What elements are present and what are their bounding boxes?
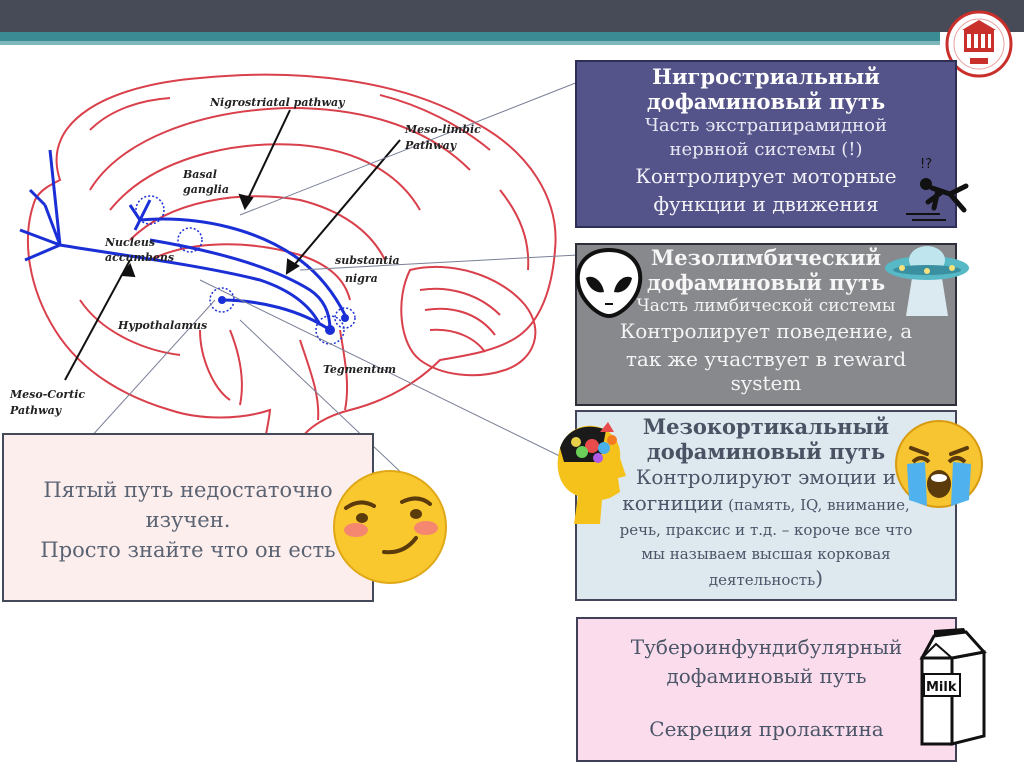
mesocortical-small-2: речь, праксис и т.д. – короче все что bbox=[577, 518, 955, 542]
nigrostriatal-title-2: дофаминовый путь bbox=[577, 89, 955, 114]
label-nucleus-1: Nucleus bbox=[104, 236, 155, 249]
label-mesocortic-2: Pathway bbox=[9, 404, 63, 417]
fifth-pathway-box: Пятый путь недостаточно изучен. Просто з… bbox=[2, 433, 374, 602]
tubero-line-1: Тубероинфундибулярный bbox=[578, 633, 955, 662]
label-nigrostriatal: Nigrostriatal pathway bbox=[209, 96, 346, 109]
fifth-line-3: Просто знайте что он есть bbox=[4, 535, 372, 565]
alien-icon bbox=[572, 246, 646, 320]
label-mesocortic-1: Meso-Cortic bbox=[9, 388, 85, 401]
mesocortical-small-3: мы называем высшая корковая bbox=[577, 542, 955, 566]
milk-label: Milk bbox=[926, 680, 957, 695]
mesocortical-small-4-end: ) bbox=[815, 566, 823, 590]
label-basal-2: ganglia bbox=[183, 183, 229, 196]
nigrostriatal-title-1: Нигростриальный bbox=[577, 64, 955, 89]
fifth-line-2: изучен. bbox=[4, 505, 372, 535]
label-mesolimbic-2: Pathway bbox=[404, 139, 458, 152]
fifth-line-1: Пятый путь недостаточно bbox=[4, 475, 372, 505]
head-brain-icon bbox=[548, 418, 630, 526]
tubero-line-3: Секреция пролактина bbox=[578, 715, 955, 744]
ufo-icon bbox=[882, 240, 972, 318]
mesolimbic-main-2: так же участвует в reward bbox=[577, 345, 955, 373]
smirk-face-icon bbox=[330, 468, 450, 586]
tubero-line-2: дофаминовый путь bbox=[578, 662, 955, 691]
label-hypothalamus: Hypothalamus bbox=[117, 319, 207, 332]
accent-stripe bbox=[0, 32, 940, 41]
label-mesolimbic-1: Meso-limbic bbox=[404, 123, 481, 136]
label-substantia-2: nigra bbox=[345, 272, 378, 285]
accent-stripe-light bbox=[0, 41, 940, 45]
alert-text: !? bbox=[920, 157, 932, 172]
mesocortical-main-2-small: (память, IQ, внимание, bbox=[723, 496, 909, 514]
label-basal-1: Basal bbox=[182, 168, 217, 181]
label-nucleus-2: accumbens bbox=[105, 251, 174, 264]
top-bar bbox=[0, 0, 1024, 32]
crying-face-icon bbox=[893, 418, 985, 510]
label-substantia-1: substantia bbox=[335, 254, 400, 267]
label-tegmentum: Tegmentum bbox=[323, 363, 396, 376]
mesocortical-small-4: деятельность bbox=[709, 571, 815, 589]
nigrostriatal-sub-1: Часть экстрапирамидной bbox=[577, 114, 955, 138]
mesolimbic-main-1: Контролирует поведение, а bbox=[577, 317, 955, 345]
brain-diagram: Nigrostriatal pathway Meso-limbic Pathwa… bbox=[0, 60, 580, 480]
mesocortical-main-2: когниции bbox=[622, 491, 723, 515]
mesolimbic-main-3: system bbox=[577, 373, 955, 393]
falling-person-icon: !? bbox=[898, 152, 978, 224]
milk-carton-icon: Milk bbox=[912, 628, 994, 748]
tuberoinfundibular-box: Тубероинфундибулярный дофаминовый путь С… bbox=[576, 617, 957, 762]
